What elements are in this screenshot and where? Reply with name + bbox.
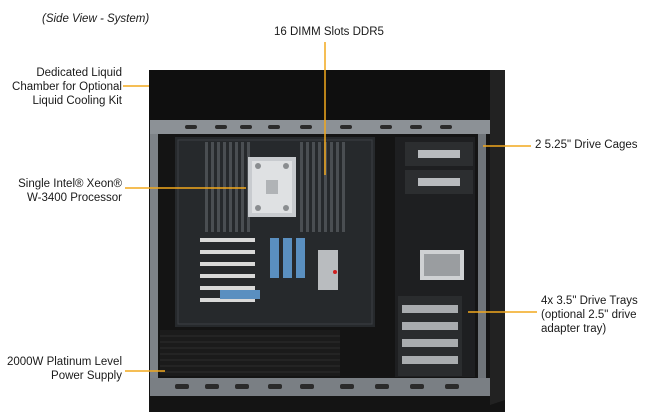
m2-modules <box>220 238 338 299</box>
callout-drive-cages: 2 5.25" Drive Cages <box>535 139 638 151</box>
callout-lines <box>123 42 537 372</box>
callout-drive-trays: 4x 3.5" Drive Trays (optional 2.5" drive… <box>541 295 638 335</box>
callout-power-supply: 2000W Platinum Level Power Supply <box>6 356 122 382</box>
power-supply <box>160 330 340 376</box>
drive-bay-area <box>395 137 475 377</box>
callout-dimm-slots: 16 DIMM Slots DDR5 <box>274 26 384 38</box>
pcie-slots <box>200 238 255 302</box>
figure-caption: (Side View - System) <box>42 13 150 25</box>
callout-liquid-chamber: Dedicated Liquid Chamber for Optional Li… <box>12 67 122 107</box>
callout-processor: Single Intel® Xeon® W-3400 Processor <box>18 178 122 204</box>
cpu-heatsink <box>248 157 296 217</box>
